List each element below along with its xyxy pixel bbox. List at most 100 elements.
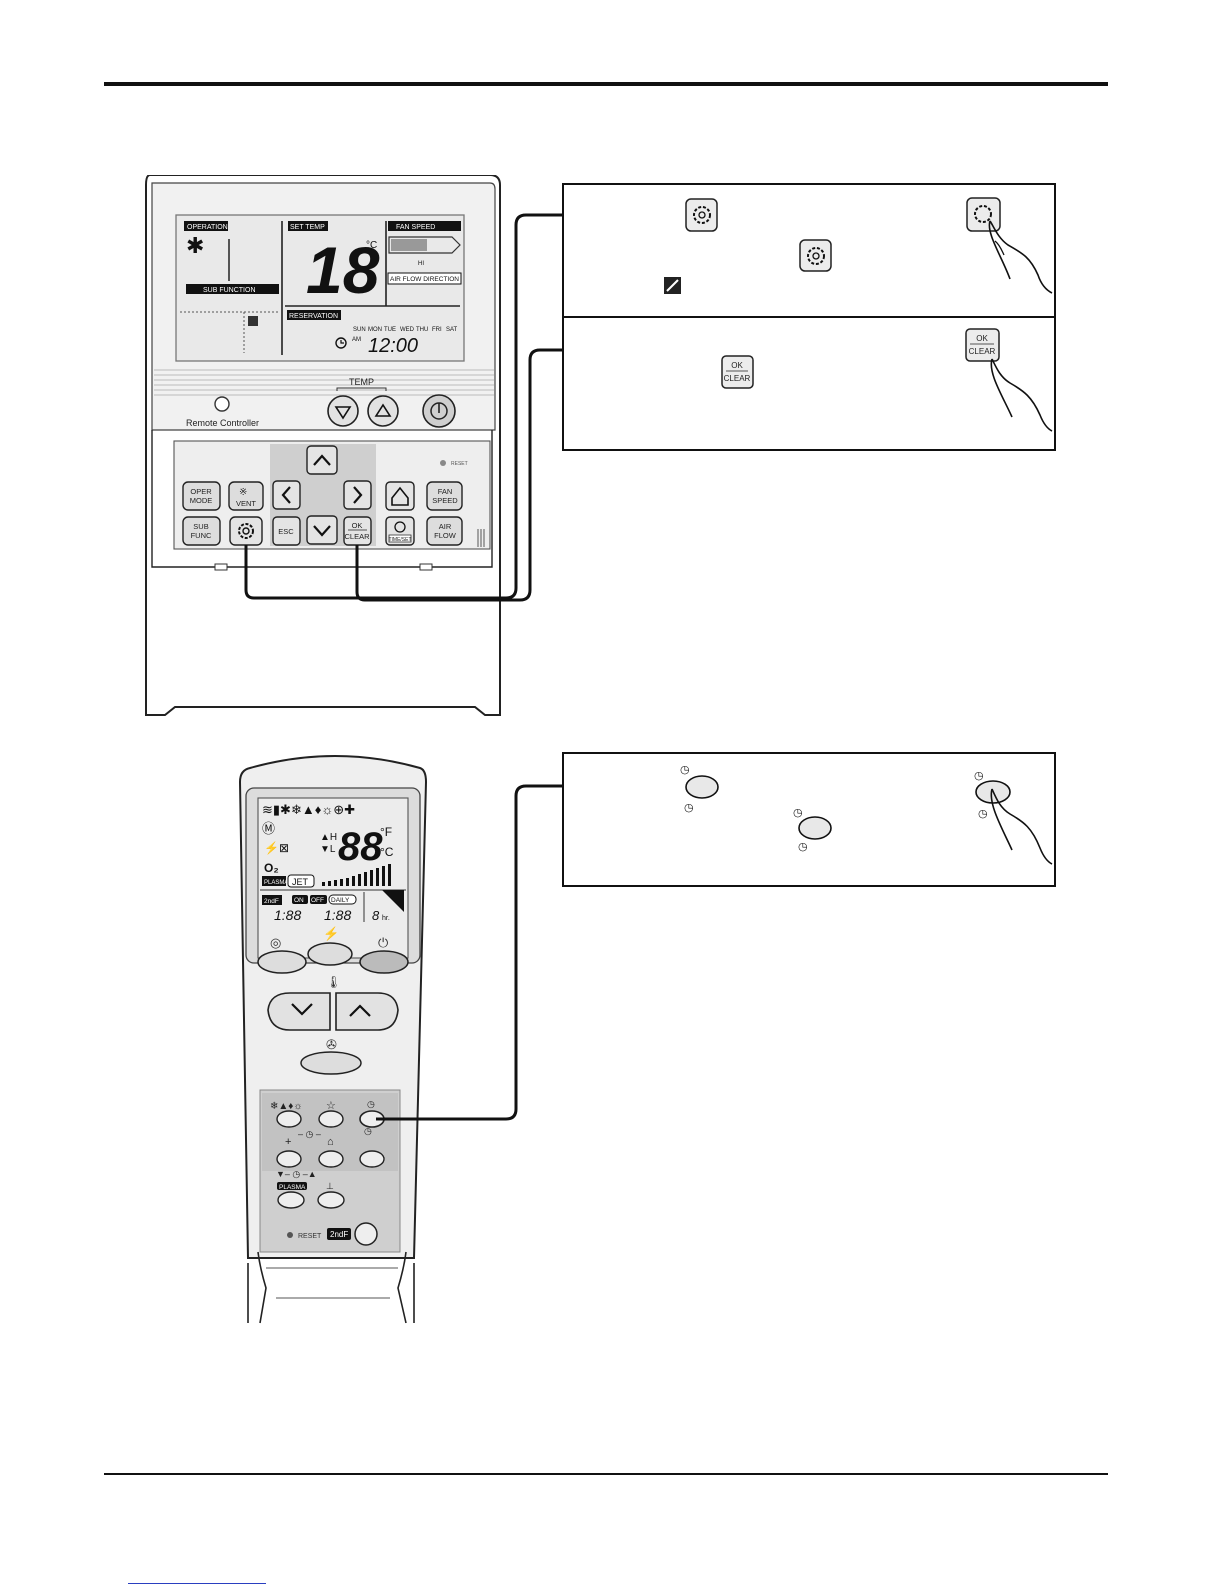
svg-text:OK: OK [976,334,988,343]
operation-label-bg [184,221,228,231]
svg-text:⏻: ⏻ [378,935,388,950]
lcd-fan-icon: Ⓜ [262,821,275,836]
timer-up-button[interactable] [318,1150,344,1168]
reset-label: RESET [451,461,468,467]
svg-text:FAN: FAN [438,487,453,496]
air-flow-direction-label: AIR FLOW DIRECTION [390,276,459,283]
svg-text:SUB: SUB [193,522,208,531]
air-flow-button[interactable]: AIR FLOW [426,516,463,546]
cancel-button[interactable] [359,1150,385,1168]
wired-callout-group [562,183,1056,451]
svg-text:AIR: AIR [439,522,452,531]
svg-text:FUNC: FUNC [191,531,212,540]
timer-down-button[interactable] [276,1150,302,1168]
svg-text:◷: ◷ [974,770,984,782]
unit-c: °C [380,845,394,859]
timer-set-button[interactable] [359,1110,385,1128]
power-button[interactable] [422,394,456,428]
fan-speed-button[interactable]: FAN SPEED [426,481,463,511]
off-label: OFF [311,897,324,904]
svg-text:⊥: ⊥ [326,1181,334,1191]
operation-label: OPERATION [187,224,228,231]
fan-speed-label: FAN SPEED [396,224,435,231]
fan-icon: ✇ [326,1037,337,1052]
svg-text:ESC: ESC [278,527,294,536]
svg-text:◷: ◷ [364,1126,372,1136]
reset-dot [287,1232,293,1238]
esc-button[interactable]: ESC [272,516,301,546]
am-label: AM [352,337,361,343]
wired-callout-icons: OK CLEAR OK CLEAR [664,197,1053,432]
svg-text:◷: ◷ [367,1099,375,1109]
second-f-lcd-label: 2ndF [264,898,279,905]
wireless-callout-icons: ◷ ◷ ◷ ◷ ◷ ◷ [680,764,1053,865]
vertical-swing-button[interactable] [317,1191,345,1209]
temp-up-button[interactable] [367,395,399,427]
wireless-callout-box [562,752,1056,887]
svg-text:CLEAR: CLEAR [724,374,751,383]
svg-text:❄▲♦☼: ❄▲♦☼ [270,1101,303,1112]
svg-text:CLEAR: CLEAR [344,532,370,541]
callout-divider [564,316,1054,318]
wireless-temp-up-button[interactable] [335,992,399,1031]
timer-on-value: 1:88 [274,907,301,923]
lcd-mode-icons: ≋▮✱❄▲♦☼⊕✚ [262,802,355,817]
remote-controller-label: Remote Controller [186,418,259,428]
temp-down-button[interactable] [327,395,359,427]
home-temp-button[interactable] [385,481,415,511]
svg-text:⚡: ⚡ [323,926,339,942]
reservation-label: RESERVATION [289,313,338,320]
svg-text:▼L: ▼L [320,844,336,855]
hours-value: 8 [372,908,380,923]
plasma-button[interactable] [277,1191,305,1209]
vent-button[interactable]: ※ VENT [228,481,264,511]
temp-unit: °C [366,240,377,251]
svg-text:MON: MON [368,327,382,333]
nav-right-button[interactable] [343,480,372,510]
svg-text:◎: ◎ [270,935,281,950]
timer-button-icon-1: ◷ ◷ [680,764,719,814]
oper-mode-button[interactable]: OPER MODE [182,481,221,511]
ok-clear-button-icon: OK CLEAR [721,355,754,389]
svg-text:TUE: TUE [384,327,396,333]
swing-button[interactable] [257,950,307,974]
time-set-button[interactable]: TIME/SET [385,516,415,546]
nav-left-button[interactable] [272,480,301,510]
nav-down-button[interactable] [306,515,338,545]
mode-button[interactable] [276,1110,302,1128]
svg-text:OK: OK [352,521,363,530]
wireless-remote-illustration: ≋▮✱❄▲♦☼⊕✚ Ⓜ 88 °F °C ▲H ▼L ⚡⊠ O₂ PLASMA … [238,755,428,1324]
svg-text:SAT: SAT [446,327,458,333]
gear-button-press-icon [966,197,1053,294]
wireless-temp-down-button[interactable] [267,992,331,1031]
unit-f: °F [380,825,392,839]
svg-text:SPEED: SPEED [432,496,458,505]
fan-speed-button[interactable] [300,1051,362,1075]
svg-text:OPER: OPER [190,487,212,496]
svg-text:CLEAR: CLEAR [969,347,996,356]
nav-up-button[interactable] [306,445,338,475]
svg-text:◷: ◷ [978,808,988,820]
jet-button[interactable] [307,942,353,966]
settings-gear-button[interactable] [229,516,263,546]
svg-text:FRI: FRI [432,327,442,333]
second-f-button-label: 2ndF [330,1230,348,1239]
wireless-power-button[interactable] [359,950,409,974]
timer-button-press-icon: ◷ ◷ [974,770,1053,865]
auto-clean-button[interactable] [318,1110,344,1128]
svg-text:⌂: ⌂ [327,1136,334,1148]
svg-text:◷: ◷ [793,807,803,819]
plasma-lcd-label: PLASMA [264,880,288,886]
svg-text:☆: ☆ [326,1100,336,1112]
sub-func-button[interactable]: SUB FUNC [182,516,221,546]
second-f-button[interactable] [354,1222,378,1246]
thermometer-icon: 🌡 [326,975,341,989]
svg-text:◷: ◷ [680,764,690,776]
svg-text:THU: THU [416,327,428,333]
timer-button-icon-2: ◷ ◷ [793,807,832,853]
wireless-reset-label: RESET [298,1233,322,1240]
ok-clear-button[interactable]: OK CLEAR [343,516,372,546]
hours-unit: hr. [382,915,390,922]
indicator-lamp [214,396,230,412]
plasma-button-label: PLASMA [279,1184,306,1191]
